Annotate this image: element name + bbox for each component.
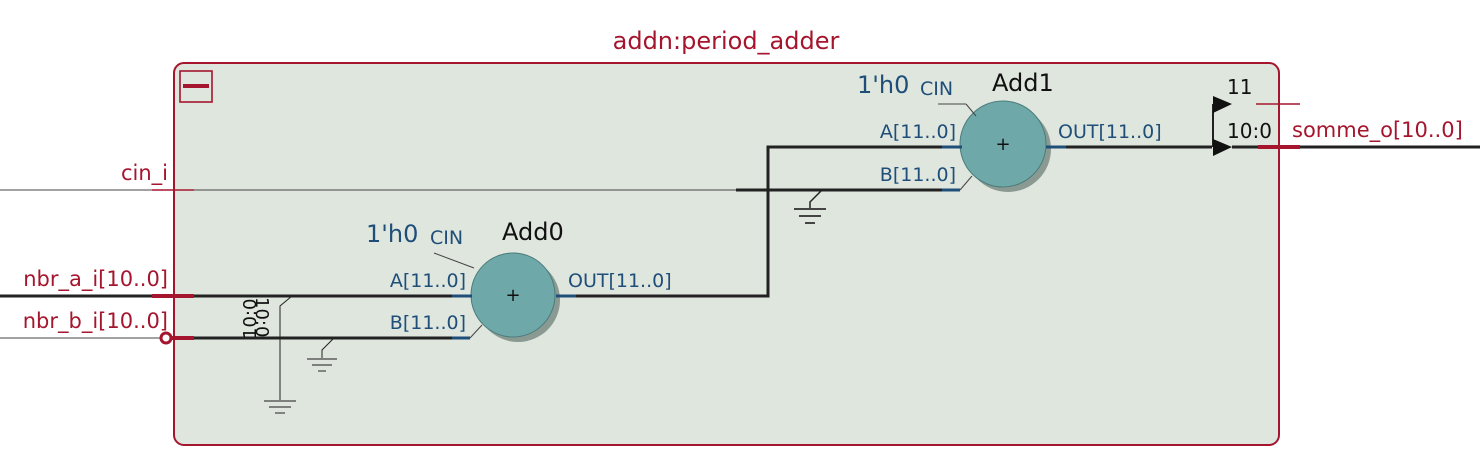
splitter-lsb-arrow-icon xyxy=(1213,139,1232,156)
add0-a-pin-label: A[11..0] xyxy=(390,270,466,292)
add1-b-msb-ground-wire xyxy=(809,189,823,208)
ground-icon xyxy=(794,208,826,224)
splitter-msb-arrow-icon xyxy=(1213,96,1232,113)
add1-b-pin-diag xyxy=(959,175,973,191)
add0-a-msb-ground-wire xyxy=(279,295,293,400)
add1-a-pin-label: A[11..0] xyxy=(880,121,956,143)
add1-out-pin-label: OUT[11..0] xyxy=(1058,121,1162,143)
add0-b-msb-ground-wire xyxy=(321,337,335,358)
add1-name: Add1 xyxy=(992,69,1054,97)
add0-out-pin-label: OUT[11..0] xyxy=(568,270,672,292)
add0-cin-label: CIN xyxy=(430,227,463,249)
slice-label-b: 10:0 xyxy=(240,299,261,339)
add1-plus-symbol: + xyxy=(995,134,1010,155)
add0-b-pin-diag xyxy=(469,324,483,339)
add0-cin-const: 1'h0 xyxy=(366,220,418,248)
nbr-b-port-label: nbr_b_i[10..0] xyxy=(23,309,168,334)
add0-to-add1-wire xyxy=(576,145,942,298)
add1-b-pin-label: B[11..0] xyxy=(880,164,956,186)
add1-cin-label: CIN xyxy=(920,78,953,100)
add0-b-pin-label: B[11..0] xyxy=(390,312,466,334)
module-title: addn:period_adder xyxy=(613,27,840,55)
splitter-lsb-label: 10:0 xyxy=(1227,119,1272,143)
ground-icon xyxy=(307,358,337,372)
add0-plus-symbol: + xyxy=(505,285,520,306)
add0-cin-pin xyxy=(433,252,475,269)
slice-label-a: 10:0 xyxy=(251,297,272,337)
nbr-b-inversion-bubble xyxy=(159,331,173,345)
add0-block[interactable]: + xyxy=(470,252,560,342)
add1-block[interactable]: + xyxy=(959,100,1051,192)
add1-cin-const: 1'h0 xyxy=(857,71,909,99)
output-port-label: somme_o[10..0] xyxy=(1292,118,1463,143)
add0-name: Add0 xyxy=(502,218,564,246)
splitter-msb-label: 11 xyxy=(1227,75,1252,99)
add1-body xyxy=(959,100,1047,188)
nbr-a-port-label: nbr_a_i[10..0] xyxy=(23,267,168,292)
add1-cin-pin-diag xyxy=(965,103,977,117)
collapse-button[interactable] xyxy=(179,70,213,103)
minus-icon xyxy=(183,84,209,88)
cin-port-label: cin_i xyxy=(121,161,168,186)
ground-icon xyxy=(264,400,296,414)
